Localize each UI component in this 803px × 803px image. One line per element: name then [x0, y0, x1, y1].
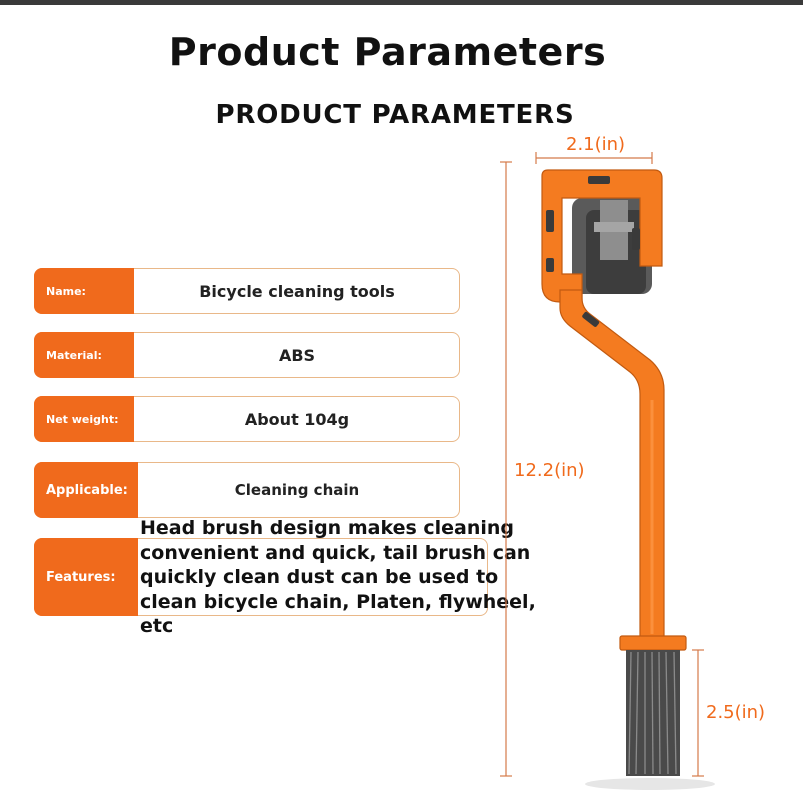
- dimension-lines: [500, 152, 704, 777]
- length-dimension-label: 12.2(in): [514, 460, 585, 481]
- page-title: Product Parameters: [168, 30, 607, 74]
- param-label: Features:: [34, 538, 138, 616]
- param-value: About 104g: [244, 409, 350, 429]
- param-value: Cleaning chain: [234, 481, 360, 499]
- param-label: Name:: [34, 268, 134, 314]
- features-description: Head brush design makes cleaning conveni…: [140, 517, 536, 637]
- width-dimension-label: 2.1(in): [566, 134, 626, 155]
- head-slot: [588, 176, 610, 184]
- param-row-applicable: Applicable: Cleaning chain: [34, 462, 460, 518]
- tail-bristles: [626, 650, 680, 776]
- param-row-weight: Net weight: About 104g: [34, 396, 460, 442]
- param-value: Bicycle cleaning tools: [199, 281, 395, 301]
- param-label: Net weight:: [34, 396, 134, 442]
- bicycle-brush-illustration: [500, 152, 715, 790]
- head-frame: [541, 169, 663, 303]
- param-label: Applicable:: [34, 462, 138, 518]
- param-value: ABS: [278, 345, 316, 365]
- shadow: [585, 778, 715, 790]
- param-label: Material:: [34, 332, 134, 378]
- brush-handle: [559, 289, 665, 641]
- head-bristles: [572, 198, 652, 294]
- param-row-material: Material: ABS: [34, 332, 460, 378]
- page-subtitle: PRODUCT PARAMETERS: [215, 100, 575, 130]
- tail-dimension-label: 2.5(in): [706, 702, 766, 723]
- brush-collar: [619, 635, 687, 651]
- param-row-features: Features:: [34, 538, 488, 616]
- top-rule: [0, 0, 803, 5]
- param-row-name: Name: Bicycle cleaning tools: [34, 268, 460, 314]
